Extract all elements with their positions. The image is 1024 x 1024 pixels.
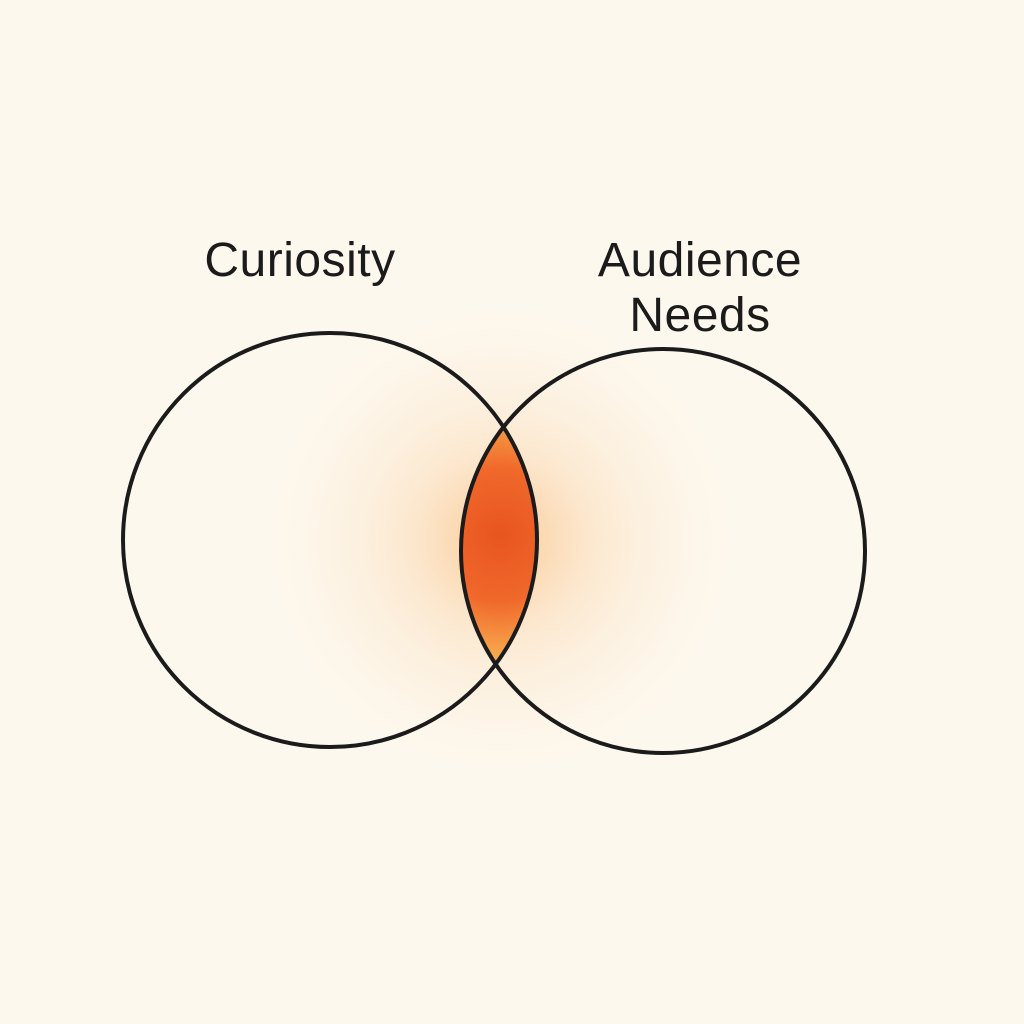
set-circle-audience-needs: [459, 347, 867, 755]
set-circle-curiosity: [121, 331, 539, 749]
set-label-audience-needs-line1: Audience: [598, 234, 802, 287]
set-label-curiosity: Curiosity: [204, 234, 395, 287]
set-label-audience-needs-line2: Needs: [629, 289, 770, 342]
